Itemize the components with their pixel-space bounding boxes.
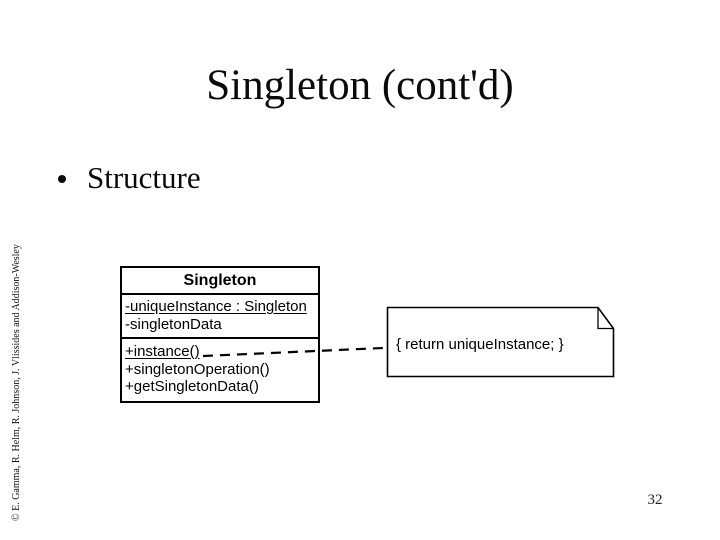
uml-attribute-uniqueinstance: -uniqueInstance : Singleton [125, 298, 307, 315]
bullet-text: Structure [87, 160, 201, 195]
uml-methods-compartment: +instance() +singletonOperation() +getSi… [122, 339, 318, 398]
uml-method-instance: +instance() [125, 343, 200, 360]
uml-attributes-compartment: -uniqueInstance : Singleton -singletonDa… [122, 295, 318, 339]
slide-title: Singleton (cont'd) [206, 62, 514, 109]
uml-attribute-singletondata: -singletonData [125, 315, 222, 333]
bullet-item-structure: Structure [58, 158, 201, 198]
note-fold-icon [597, 307, 614, 330]
uml-method-getsingletondata: +getSingletonData() [125, 378, 259, 395]
uml-class-name: Singleton [122, 268, 318, 295]
uml-note-text: { return uniqueInstance; } [396, 336, 564, 353]
copyright-sidebar-text: © E. Gamma, R. Helm, R. Johnson, J. Vlis… [11, 244, 22, 521]
page-number: 32 [647, 492, 663, 508]
uml-class-singleton: Singleton -uniqueInstance : Singleton -s… [120, 266, 320, 403]
bullet-icon [58, 175, 66, 183]
uml-method-singletonoperation: +singletonOperation() [125, 360, 270, 378]
